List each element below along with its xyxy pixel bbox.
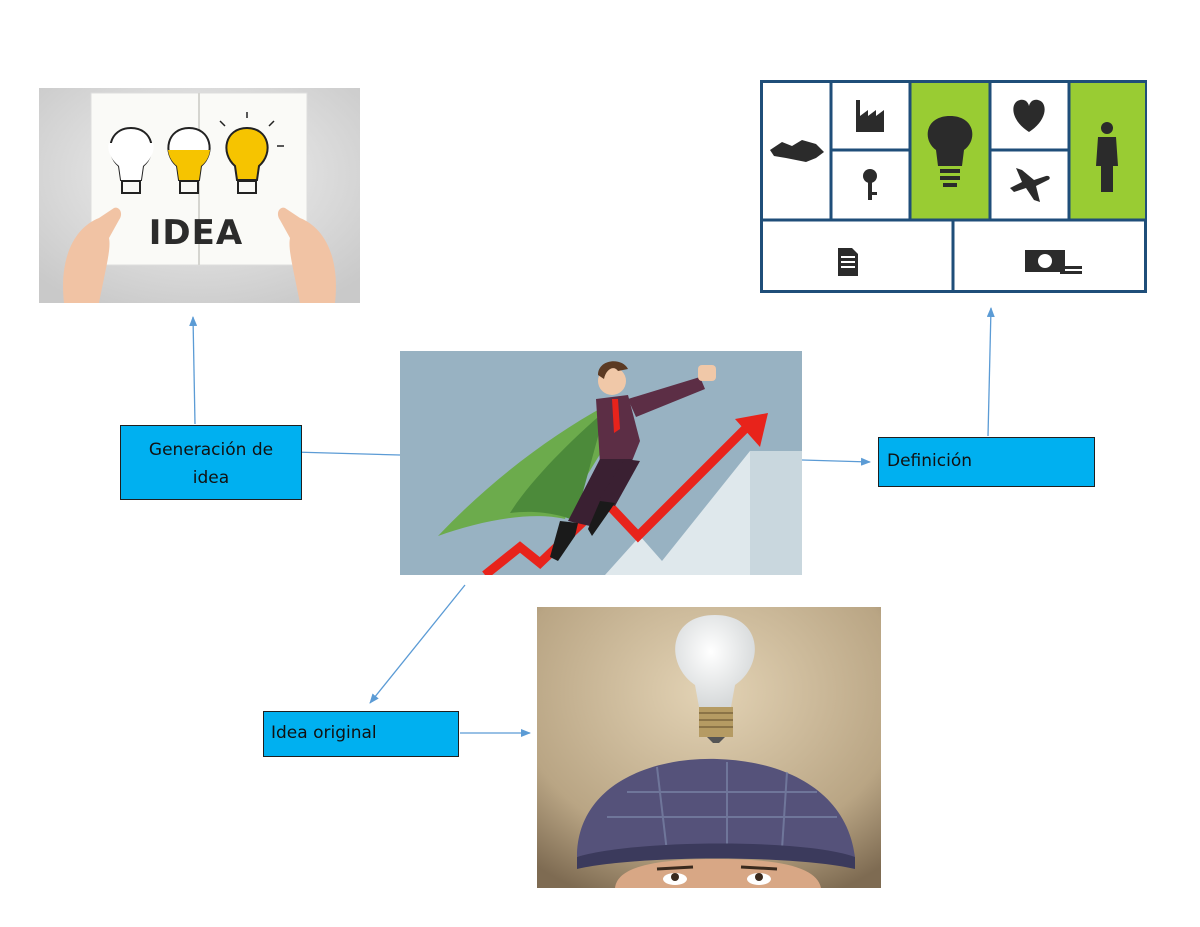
arrow-generacion-to-idea-image [189,316,198,425]
arrow-center-to-generacion [292,448,401,457]
bulb-over-head-image [537,607,881,888]
arrow-center-to-definicion [801,457,871,466]
node-generacion-line1: Generación de [148,440,274,460]
business-canvas-image [760,80,1147,293]
node-idea-original-label: Idea original [271,723,377,743]
superhero-growth-image [400,351,802,575]
arrow-center-to-original [369,584,466,704]
node-idea-original: Idea original [263,711,459,757]
idea-book-text: IDEA [149,213,243,253]
node-definicion-label: Definición [887,451,972,471]
idea-book-image: IDEA [39,88,360,303]
node-generacion-line2: idea [192,468,230,488]
canvas-icons [770,99,1118,276]
node-generacion-de-idea: Generación de idea [120,425,302,500]
node-definicion: Definición [878,437,1095,487]
arrow-definicion-to-canvas [986,307,995,437]
